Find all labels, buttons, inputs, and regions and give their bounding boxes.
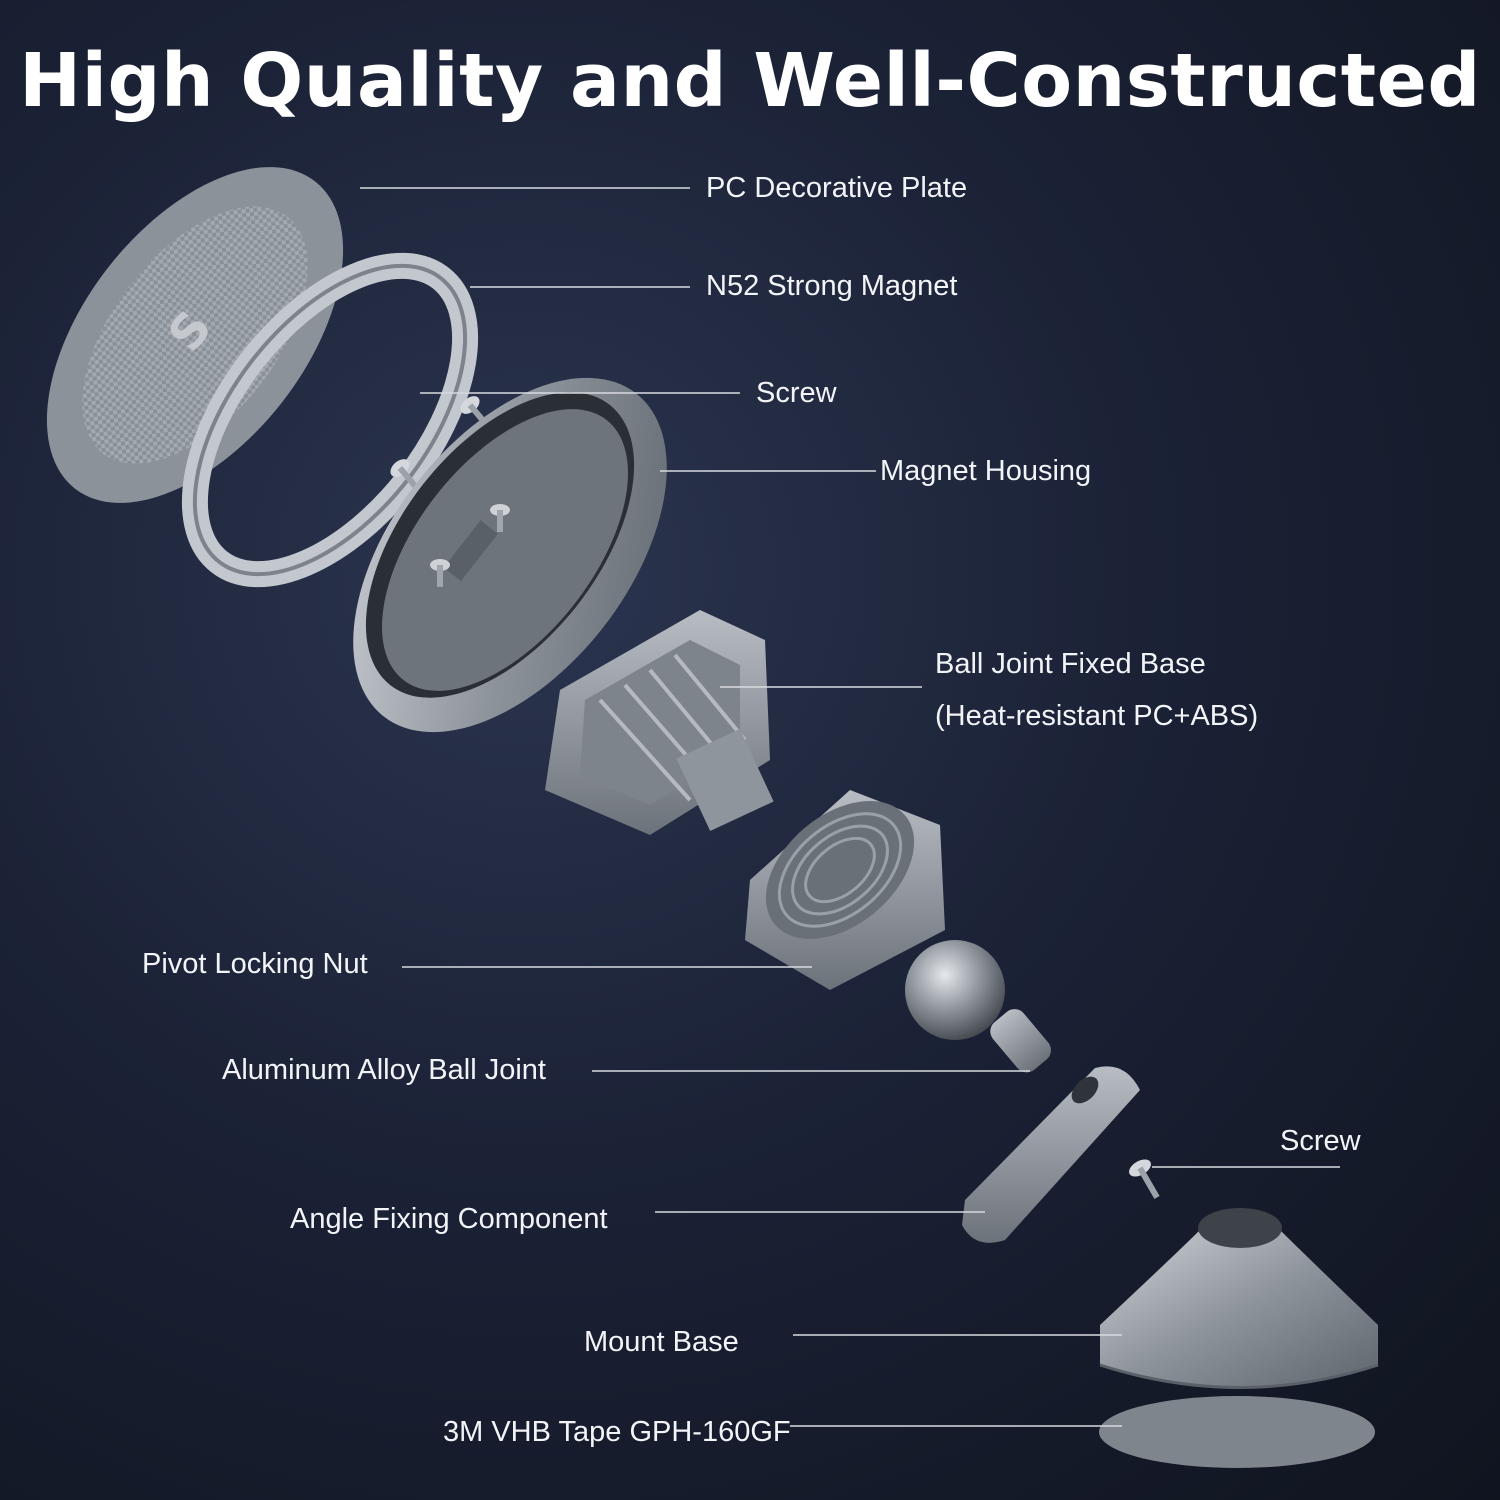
label-aluminum-alloy-ball-joint: Aluminum Alloy Ball Joint — [222, 1054, 546, 1086]
label-angle-fixing-component: Angle Fixing Component — [290, 1203, 608, 1235]
vhb-tape — [1099, 1396, 1375, 1468]
label-screw-top: Screw — [756, 377, 837, 409]
label-3m-vhb-tape: 3M VHB Tape GPH-160GF — [443, 1416, 791, 1448]
angle-fixing-component — [962, 1066, 1140, 1243]
ball-joint-fixed-base — [545, 610, 774, 835]
pivot-locking-nut — [745, 790, 945, 990]
label-ball-joint-fixed-base: Ball Joint Fixed Base — [935, 648, 1206, 680]
pc-decorative-plate: S — [46, 167, 344, 503]
label-n52-strong-magnet: N52 Strong Magnet — [706, 270, 958, 302]
label-mount-base: Mount Base — [584, 1326, 739, 1358]
label-pc-decorative-plate: PC Decorative Plate — [706, 172, 968, 204]
mount-base — [1099, 1208, 1379, 1389]
label-pivot-locking-nut: Pivot Locking Nut — [142, 948, 368, 980]
label-ball-joint-fixed-base-material: (Heat-resistant PC+ABS) — [935, 700, 1259, 732]
magnet-housing — [353, 377, 667, 733]
page-title: High Quality and Well-Constructed — [19, 38, 1481, 124]
leader-lines — [360, 187, 1340, 1427]
bottom-screw — [1129, 1159, 1160, 1199]
label-screw-bottom: Screw — [1280, 1125, 1361, 1157]
label-magnet-housing: Magnet Housing — [880, 455, 1092, 487]
aluminum-alloy-ball-joint — [905, 940, 1051, 1073]
